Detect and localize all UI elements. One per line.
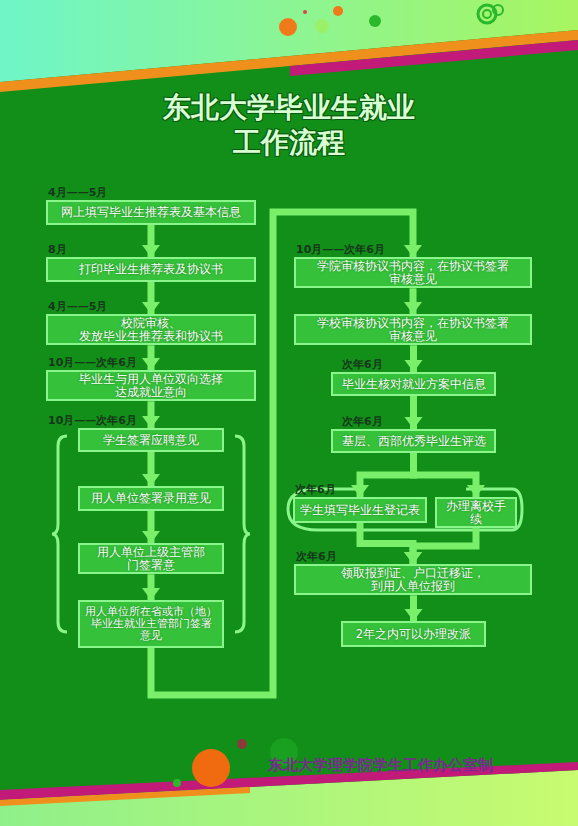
process-box: 次年6月学生填写毕业生登记表 [293,497,427,523]
dot [192,749,230,787]
flow-arrow [410,396,417,429]
flow-arrow [360,523,413,564]
process-box: 4月——5月校院审核、发放毕业生推荐表和协议书 [46,314,256,345]
flow-arrow [410,288,417,314]
dot [237,739,247,749]
dot [333,6,343,16]
box-text: 办理离校手续 [441,500,511,525]
right-brace [235,436,250,632]
orange-stripe [0,787,250,806]
box-text: 领取报到证、户口迁移证，到用人单位报到 [300,567,526,592]
process-box: 次年6月领取报到证、户口迁移证，到用人单位报到 [294,564,532,595]
process-box: 8月打印毕业生推荐表及协议书 [46,257,256,282]
box-text: 用人单位所在省或市（地） 毕业生就业主管部门签署 意见 [84,606,218,642]
box-text: 打印毕业生推荐表及协议书 [79,263,223,276]
box-text: 毕业生与用人单位双向选择 达成就业意向 [52,373,250,398]
flow-arrow [148,225,155,257]
process-box: 2年之内可以办理改派 [341,621,486,647]
left-brace [52,436,67,632]
process-box: 4月——5月网上填写毕业生推荐表及基本信息 [46,200,256,225]
box-text: 基层、西部优秀毕业生评选 [342,435,486,448]
dot [315,19,329,33]
process-box: 次年6月基层、西部优秀毕业生评选 [331,429,496,453]
flow-arrow [148,345,155,370]
date-label: 10月——次年6月 [48,355,137,370]
orange-stripe [0,30,578,92]
box-text: 学生填写毕业生登记表 [300,504,420,517]
date-label: 8月 [48,242,67,257]
flow-arrow [414,453,477,497]
process-box: 学校审核协议书内容，在协议书签署 审核意见 [294,314,532,345]
title: 东北大学毕业生就业 工作流程 [150,90,428,160]
ring [493,5,503,15]
date-label: 次年6月 [296,549,337,564]
caption: 东北大学理学院学生工作办公室制 [268,756,493,775]
box-text: 学院审核协议书内容，在协议书签署 审核意见 [300,260,526,285]
process-box: 用人单位所在省或市（地） 毕业生就业主管部门签署 意见 [78,600,224,648]
box-text: 2年之内可以办理改派 [356,628,471,641]
dot [279,18,297,36]
date-label: 10月——次年6月 [48,413,137,428]
box-text: 用人单位上级主管部 门签署意 [84,546,218,571]
process-box: 10月——次年6月学生签署应聘意见 [78,428,224,452]
date-label: 4月——5月 [48,299,107,314]
flow-arrow [148,452,155,486]
date-label: 10月——次年6月 [296,242,385,257]
box-text: 网上填写毕业生推荐表及基本信息 [61,206,241,219]
box-text: 校院审核、发放毕业生推荐表和协议书 [52,317,250,342]
date-label: 4月——5月 [48,185,107,200]
flow-arrow [413,528,476,564]
date-label: 次年6月 [342,357,383,372]
date-label: 次年6月 [342,414,383,429]
ring [483,10,491,18]
dot [369,15,381,27]
flow-arrow [148,574,155,600]
flow-arrow [148,511,155,543]
dot [173,779,181,787]
flow-arrow [148,282,155,314]
process-box: 用人单位签署录用意见 [78,486,224,511]
process-box: 用人单位上级主管部 门签署意 [78,543,224,574]
box-text: 毕业生核对就业方案中信息 [342,378,486,391]
magenta-stripe [290,40,578,76]
process-box: 次年6月毕业生核对就业方案中信息 [331,372,496,396]
process-box: 10月——次年6月毕业生与用人单位双向选择 达成就业意向 [46,370,256,401]
process-box: 办理离校手续 [435,497,517,528]
flow-arrow [360,453,414,497]
flow-arrow [148,401,155,428]
flow-arrow [410,345,417,372]
flow-arrow [410,595,417,621]
box-text: 学生签署应聘意见 [103,434,199,447]
date-label: 次年6月 [295,482,336,497]
process-box: 10月——次年6月学院审核协议书内容，在协议书签署 审核意见 [294,257,532,288]
box-text: 学校审核协议书内容，在协议书签署 审核意见 [300,317,526,342]
box-text: 用人单位签署录用意见 [91,492,211,505]
dot [303,10,307,14]
